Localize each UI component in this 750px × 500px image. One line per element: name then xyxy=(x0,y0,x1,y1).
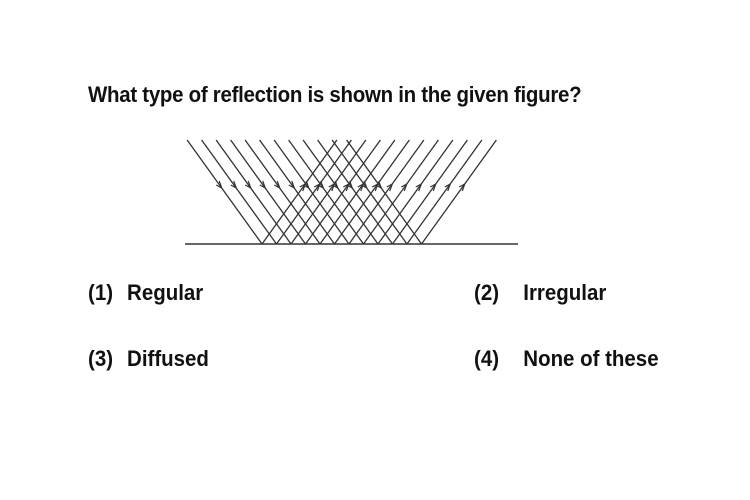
option-2-label: Irregular xyxy=(523,280,607,305)
regular-reflection-diagram xyxy=(185,139,518,245)
arrow-icon xyxy=(346,180,354,190)
arrow-icon xyxy=(273,180,281,190)
option-1[interactable]: (1) Regular xyxy=(88,280,203,306)
reflected-ray xyxy=(275,139,352,245)
reflected-ray xyxy=(261,139,338,245)
reflected-ray xyxy=(420,139,497,245)
option-2-number: (2) xyxy=(474,280,500,305)
reflected-ray xyxy=(406,139,483,245)
incident-ray xyxy=(244,139,321,245)
arrow-icon xyxy=(386,182,394,192)
arrow-icon xyxy=(444,182,452,192)
option-4[interactable]: (4) None of these xyxy=(474,346,659,372)
option-3-label: Diffused xyxy=(127,346,209,371)
option-3[interactable]: (3) Diffused xyxy=(88,346,209,372)
incident-ray xyxy=(215,139,292,245)
arrow-icon xyxy=(259,180,267,190)
arrow-icon xyxy=(360,180,368,190)
arrow-icon xyxy=(400,182,408,192)
incident-ray xyxy=(230,139,307,245)
incident-ray xyxy=(288,139,365,245)
option-4-number: (4) xyxy=(474,346,500,371)
reflected-ray xyxy=(290,139,367,245)
arrow-icon xyxy=(375,180,383,190)
incident-ray xyxy=(346,139,423,245)
arrow-icon xyxy=(302,180,310,190)
question-text: What type of reflection is shown in the … xyxy=(88,82,582,107)
incident-ray xyxy=(317,139,394,245)
incident-ray xyxy=(302,139,379,245)
option-1-label: Regular xyxy=(127,280,204,305)
incident-ray xyxy=(186,139,263,245)
arrow-icon xyxy=(317,180,325,190)
option-2[interactable]: (2) Irregular xyxy=(474,280,606,306)
option-3-number: (3) xyxy=(88,346,114,371)
arrow-icon xyxy=(244,180,252,190)
reflected-ray xyxy=(391,139,468,245)
arrow-icon xyxy=(331,180,339,190)
reflected-ray xyxy=(348,139,425,245)
reflected-ray xyxy=(362,139,439,245)
arrow-icon xyxy=(288,180,296,190)
reflected-ray xyxy=(319,139,396,245)
option-4-label: None of these xyxy=(523,346,659,371)
option-1-number: (1) xyxy=(88,280,114,305)
incident-ray xyxy=(273,139,350,245)
arrow-icon xyxy=(230,180,238,190)
arrow-icon xyxy=(458,182,466,192)
incident-ray xyxy=(201,139,278,245)
arrow-icon xyxy=(429,182,437,192)
incident-ray xyxy=(331,139,408,245)
rays-group xyxy=(186,139,497,245)
incident-ray xyxy=(259,139,336,245)
reflected-ray xyxy=(377,139,454,245)
arrow-icon xyxy=(415,182,423,192)
arrow-icon xyxy=(215,180,223,190)
reflected-ray xyxy=(304,139,381,245)
reflected-ray xyxy=(333,139,410,245)
